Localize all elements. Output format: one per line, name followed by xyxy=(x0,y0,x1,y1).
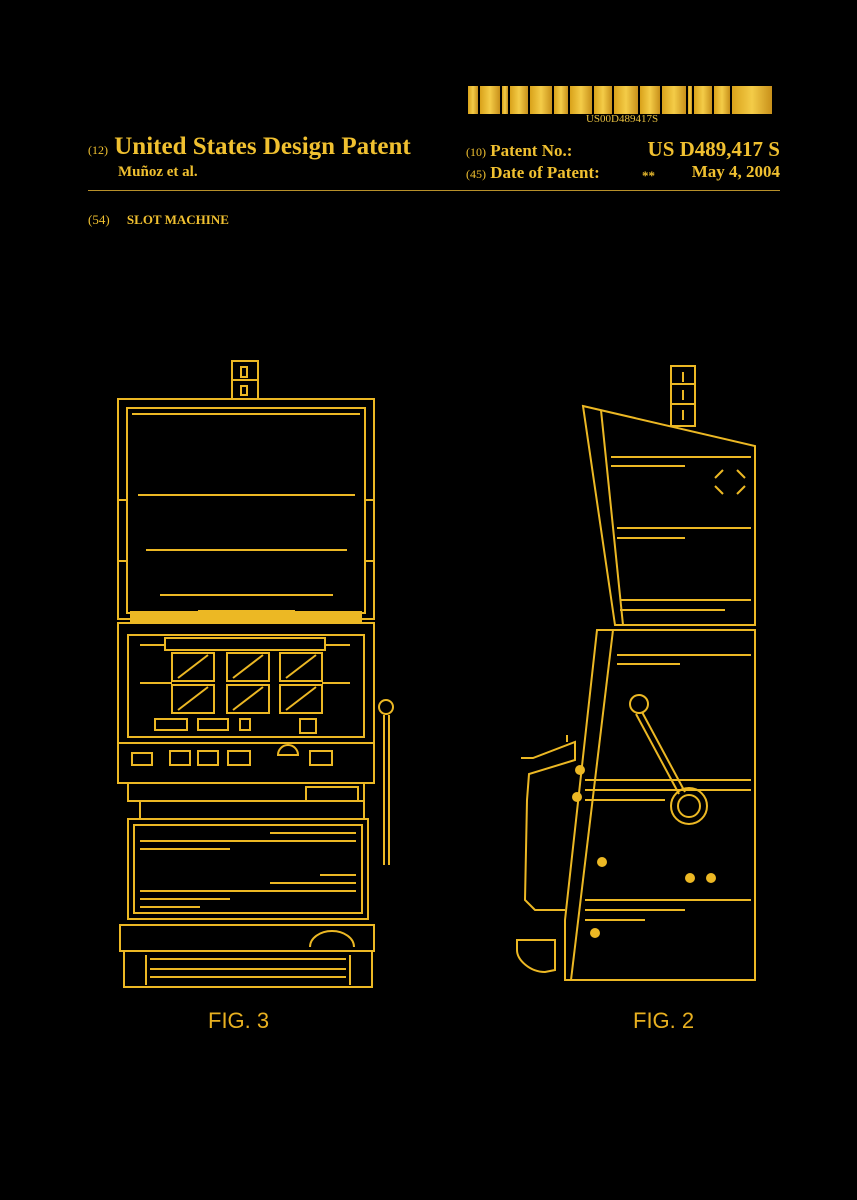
barcode-bar xyxy=(732,86,772,114)
barcode-bar xyxy=(570,86,592,114)
patent-number-label-text: Patent No.: xyxy=(490,141,573,160)
barcode-bar xyxy=(714,86,730,114)
title-code: (12) xyxy=(88,143,108,157)
date-code: (45) xyxy=(466,167,486,181)
candle-light-icon xyxy=(231,360,259,400)
barcode-bar xyxy=(530,86,552,114)
candle-light-icon xyxy=(670,365,696,427)
barcode-bar xyxy=(662,86,686,114)
barcode-bar xyxy=(640,86,660,114)
header-divider xyxy=(88,190,780,191)
invention-title: (54) SLOT MACHINE xyxy=(88,212,229,228)
lever-handle-icon xyxy=(629,694,708,825)
barcode-bar xyxy=(594,86,612,114)
barcode-bar xyxy=(694,86,712,114)
fig2-side-view-drawing xyxy=(516,365,756,981)
barcode-bar xyxy=(614,86,638,114)
barcode xyxy=(468,86,776,114)
invention-title-text: SLOT MACHINE xyxy=(126,212,229,227)
barcode-bar xyxy=(480,86,500,114)
inventor-name: Muñoz et al. xyxy=(118,164,198,180)
date-label-text: Date of Patent: xyxy=(490,163,600,182)
fig3-label: FIG. 3 xyxy=(208,1008,270,1033)
patent-number-value: US D489,417 S xyxy=(647,137,780,161)
barcode-number: US00D489417S xyxy=(585,113,659,125)
reel-windows xyxy=(171,652,323,714)
barcode-bar xyxy=(468,86,478,114)
speaker-grille-icon xyxy=(714,469,746,495)
barcode-bar xyxy=(688,86,692,114)
date-of-patent-value: May 4, 2004 xyxy=(691,162,780,181)
patent-number-code: (10) xyxy=(466,145,486,159)
barcode-bar xyxy=(510,86,528,114)
patent-type-title: (12) United States Design Patent xyxy=(88,133,411,161)
title-text: United States Design Patent xyxy=(114,133,411,160)
patent-number-label: (10) Patent No.: xyxy=(466,141,572,161)
date-of-patent-label: (45) Date of Patent: xyxy=(466,163,600,183)
invention-title-code: (54) xyxy=(88,212,110,227)
date-marker: ** xyxy=(642,168,655,183)
barcode-bar xyxy=(502,86,508,114)
fig2-label: FIG. 2 xyxy=(633,1008,695,1033)
fig3-front-view-drawing xyxy=(117,360,394,988)
barcode-bar xyxy=(554,86,568,114)
